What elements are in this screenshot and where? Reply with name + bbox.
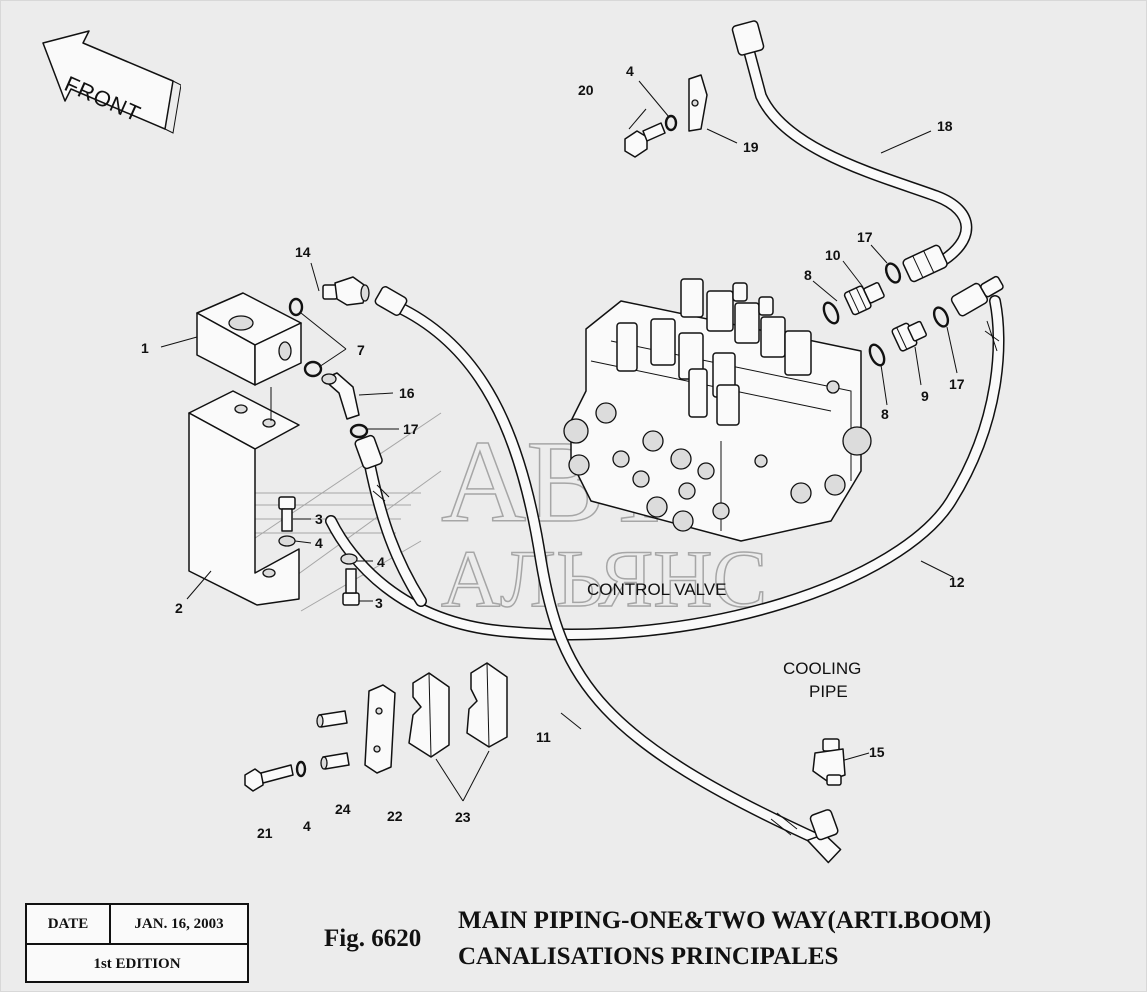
o-ring-17-right <box>932 306 950 328</box>
fitting-9 <box>891 320 927 352</box>
clamp-19 <box>688 74 708 132</box>
cooling-pipe-label-line1: COOLING <box>783 659 861 678</box>
bolt-3-lower <box>342 568 360 606</box>
callout-20: 20 <box>578 82 594 98</box>
callout-1: 1 <box>141 340 149 356</box>
callout-15: 15 <box>869 744 885 760</box>
callout-4-bracket: 4 <box>315 535 323 551</box>
pin-24 <box>316 710 350 770</box>
callout-3-upper: 3 <box>315 511 323 527</box>
o-ring-17-left <box>349 423 369 439</box>
date-value: JAN. 16, 2003 <box>134 915 224 932</box>
callout-19: 19 <box>743 139 759 155</box>
figure-title-english: MAIN PIPING-ONE&TWO WAY(ARTI.BOOM) <box>458 907 992 934</box>
callout-17-left: 17 <box>403 421 419 437</box>
elbow-16 <box>321 372 360 420</box>
callout-12: 12 <box>949 574 965 590</box>
bolt-21 <box>244 764 294 792</box>
callout-23: 23 <box>455 809 471 825</box>
bolt-3-upper <box>278 496 296 532</box>
elbow-14 <box>322 276 370 306</box>
date-label: DATE <box>27 905 111 943</box>
o-ring-7-top <box>288 297 304 317</box>
callout-14: 14 <box>295 244 311 260</box>
o-ring-8-top <box>822 301 840 325</box>
callout-8-top: 8 <box>804 267 812 283</box>
callout-4-top: 4 <box>626 63 634 79</box>
figure-title-french: CANALISATIONS PRINCIPALES <box>458 943 839 970</box>
callout-3-lower: 3 <box>375 595 383 611</box>
callout-2: 2 <box>175 600 183 616</box>
washer-4-top <box>664 114 678 132</box>
front-direction-arrow <box>42 30 181 134</box>
watermark-line2: АЛЬЯНС <box>441 533 767 624</box>
hose-12 <box>325 275 1005 641</box>
clamp-23-right <box>466 662 508 748</box>
callout-9: 9 <box>921 388 929 404</box>
o-ring-17-top <box>884 262 902 284</box>
hose-11 <box>354 286 842 864</box>
edition-label: 1st EDITION <box>93 955 181 972</box>
block-1 <box>196 292 302 386</box>
figure-number: Fig. 6620 <box>324 925 422 952</box>
callout-17-right: 17 <box>949 376 965 392</box>
washer-4-upper <box>278 535 296 547</box>
callout-11: 11 <box>536 729 551 745</box>
callout-22: 22 <box>387 808 403 824</box>
o-ring-7-bottom <box>303 360 323 378</box>
callout-21: 21 <box>257 825 273 841</box>
tee-15 <box>812 738 846 786</box>
washer-4-lower <box>340 553 358 565</box>
control-valve-label: CONTROL VALVE <box>587 580 727 599</box>
cooling-pipe-label-line2: PIPE <box>809 682 848 701</box>
callout-10: 10 <box>825 247 841 263</box>
o-ring-8-right <box>868 343 886 367</box>
leader-lines <box>160 80 958 802</box>
callouts: 1 2 3 3 4 4 4 4 7 8 8 9 10 11 12 14 15 1… <box>141 63 965 841</box>
callout-18: 18 <box>937 118 953 134</box>
clamp-23-left <box>408 672 450 758</box>
edition-info-box: DATE JAN. 16, 2003 1st EDITION <box>25 903 249 983</box>
callout-7: 7 <box>357 342 365 358</box>
piping-diagram: АВТО АЛЬЯНС <box>141 20 1005 864</box>
pipe-18 <box>731 20 973 283</box>
fitting-10 <box>843 282 885 316</box>
control-valve <box>563 278 872 542</box>
bracket-2 <box>188 390 300 606</box>
callout-4-lower: 4 <box>377 554 385 570</box>
callout-4-bottom: 4 <box>303 818 311 834</box>
washer-4-bottom <box>295 760 307 778</box>
plate-22 <box>364 684 396 774</box>
callout-24: 24 <box>335 801 351 817</box>
callout-8-right: 8 <box>881 406 889 422</box>
bolt-20 <box>624 122 666 158</box>
callout-17-top: 17 <box>857 229 873 245</box>
callout-16: 16 <box>399 385 415 401</box>
